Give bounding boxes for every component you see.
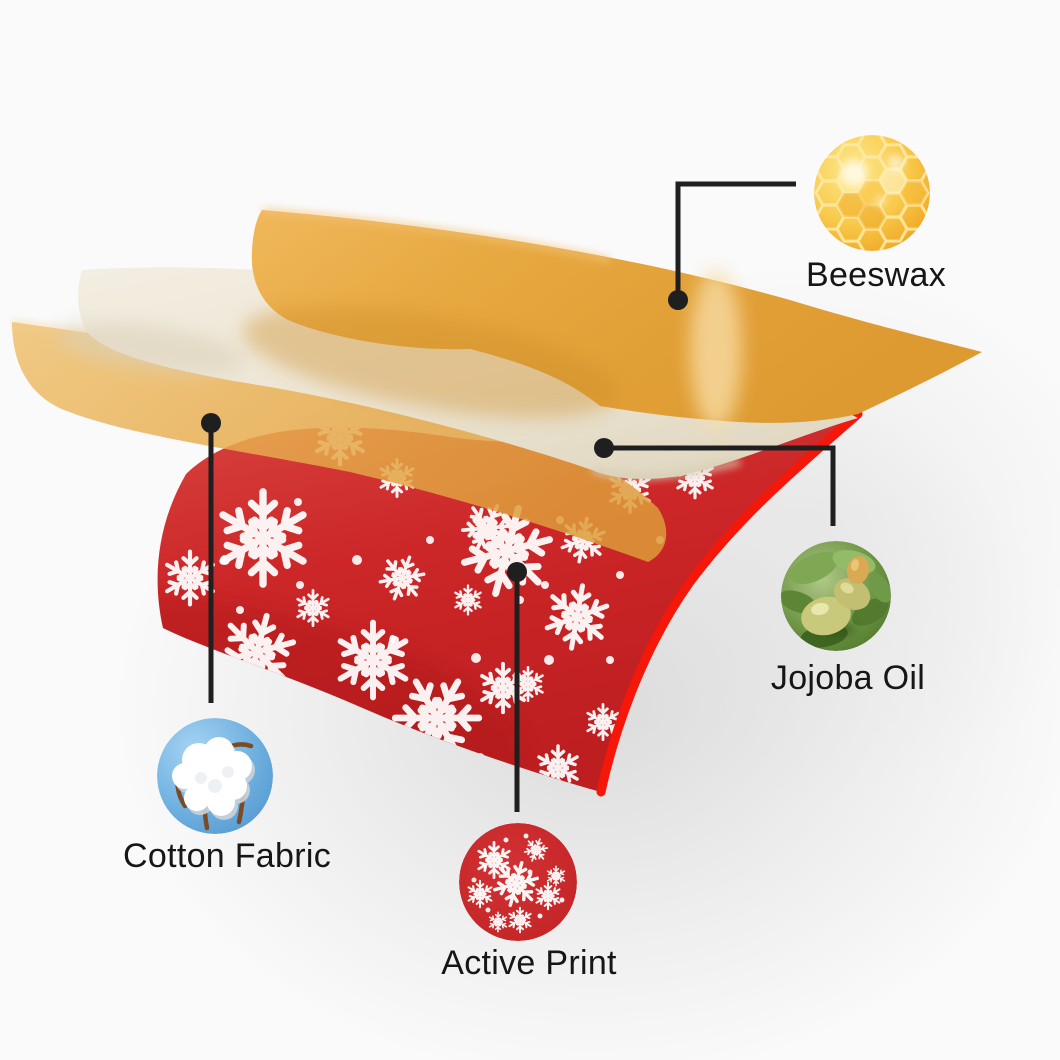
active-print-sheet-edge (596, 409, 863, 797)
snowflake-print-icon (459, 823, 577, 941)
beeswax-sheet (242, 208, 983, 430)
cotton-boll-icon (157, 718, 273, 834)
callout-line-jojoba-oil (604, 445, 836, 526)
callout-dot-active-print (507, 562, 527, 582)
active-print-swatch-badge (459, 823, 577, 941)
beeswax-label: Beeswax (805, 256, 947, 294)
callout-dot-jojoba-oil (594, 438, 614, 458)
beeswax-photo-badge (814, 135, 930, 251)
honeycomb-icon (814, 135, 930, 251)
cotton-fabric-label: Cotton Fabric (123, 837, 331, 875)
jojoba-plant-icon (781, 541, 891, 651)
active-print-label: Active Print (441, 944, 617, 982)
callout-line-beeswax (675, 181, 796, 300)
jojoba-oil-label: Jojoba Oil (770, 659, 926, 697)
cotton-photo-badge (157, 718, 273, 834)
callout-dot-beeswax (668, 290, 688, 310)
jojoba-photo-badge (781, 541, 891, 651)
callout-dot-cotton-fabric (201, 413, 221, 433)
